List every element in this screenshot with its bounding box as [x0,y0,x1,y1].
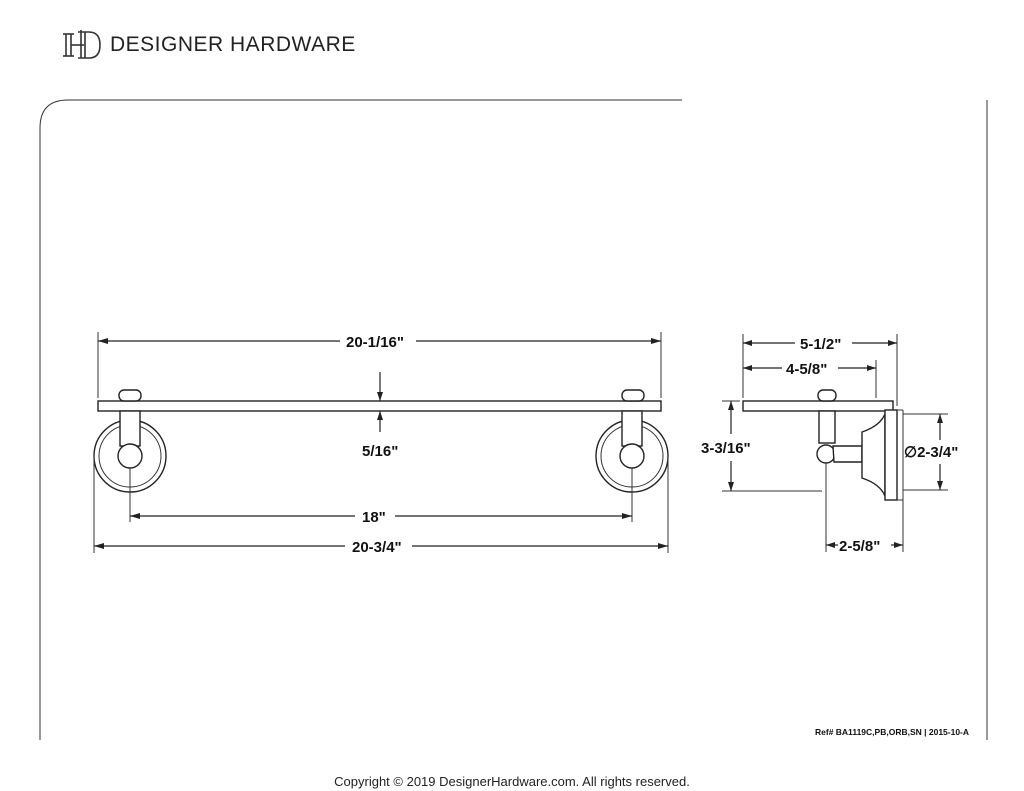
dim-center-to-center [129,468,633,522]
side-wall-plate [884,409,898,501]
dim-label-height: 3-3/16" [701,440,751,457]
reference-number: Ref# BA1119C,PB,ORB,SN | 2015-10-A [815,727,970,737]
side-ball [816,444,836,464]
dim-flange-diameter [903,413,948,491]
dim-label-bracket-to-edge: 4-5/8" [786,361,827,378]
front-view: 20-1/16" 5/16" 18" 20-3/4" [93,332,669,556]
right-knob [621,389,645,402]
designer-hardware-logo [63,30,101,59]
dim-overall-length [93,456,669,553]
dim-label-flange-diameter: ∅2-3/4" [904,444,958,461]
dim-projection [825,463,904,552]
side-post [818,410,836,444]
side-glass-shelf [742,400,894,412]
dim-bracket-to-edge [743,360,877,398]
copyright-notice: Copyright © 2019 DesignerHardware.com. A… [334,774,690,789]
dim-shelf-length [97,332,662,398]
drawing-frame [39,99,682,740]
glass-shelf [97,400,662,412]
dim-label-shelf-thickness: 5/16" [362,443,398,460]
dim-label-shelf-length: 20-1/16" [346,334,404,351]
dim-label-shelf-depth: 5-1/2" [800,336,841,353]
dim-label-overall-length: 20-3/4" [352,539,402,556]
dim-label-center-to-center: 18" [362,509,386,526]
dim-shelf-depth [742,334,898,406]
dim-label-projection: 2-5/8" [839,538,880,555]
side-knob [817,389,837,402]
left-knob [118,389,142,402]
brand-name: DESIGNER HARDWARE [110,33,356,56]
dim-height [722,400,822,492]
right-bracket [595,410,669,493]
side-arm [832,445,863,463]
side-flange [861,413,886,497]
dim-shelf-thickness [377,372,383,432]
page-header: DESIGNER HARDWARE [62,28,356,62]
side-view: 5-1/2" 4-5/8" 3-3/16" ∅2-3/4" [701,334,958,555]
